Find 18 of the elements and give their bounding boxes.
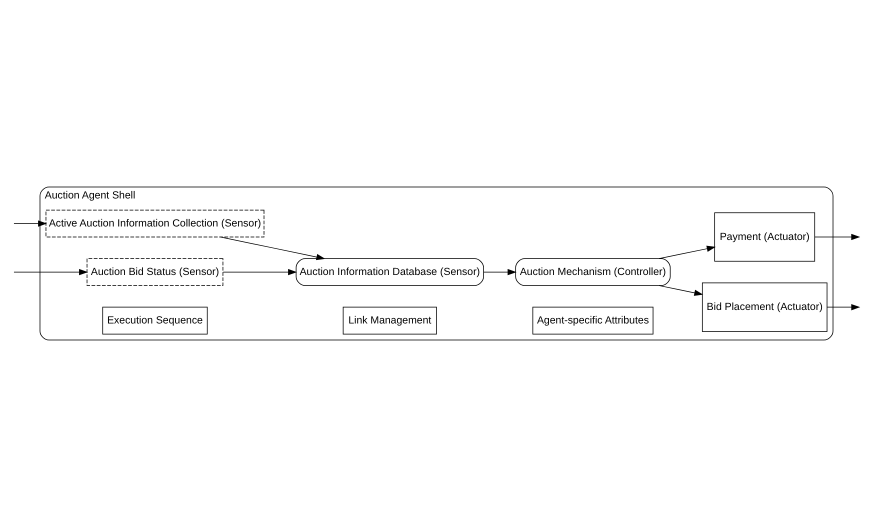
node-box: Agent-specific Attributes xyxy=(532,306,654,334)
arrow xyxy=(658,245,716,258)
node-box: Auction Information Database (Sensor) xyxy=(296,258,484,286)
arrow xyxy=(14,220,48,226)
node-box: Execution Sequence xyxy=(102,306,208,334)
node-box: Active Auction Information Collection (Sensor) xyxy=(46,209,264,237)
node-box: Link Management xyxy=(342,306,437,334)
arrow xyxy=(826,304,860,310)
arrow xyxy=(14,268,88,275)
arrow xyxy=(222,268,298,275)
node-box: Bid Placement (Actuator) xyxy=(702,282,828,332)
node-box: Payment (Actuator) xyxy=(714,212,816,262)
arrow xyxy=(658,284,704,296)
arrow xyxy=(483,268,517,275)
arrow xyxy=(814,233,860,240)
arrow xyxy=(220,236,326,260)
node-box: Auction Bid Status (Sensor) xyxy=(86,258,224,286)
node-box: Auction Mechanism (Controller) xyxy=(515,258,671,286)
